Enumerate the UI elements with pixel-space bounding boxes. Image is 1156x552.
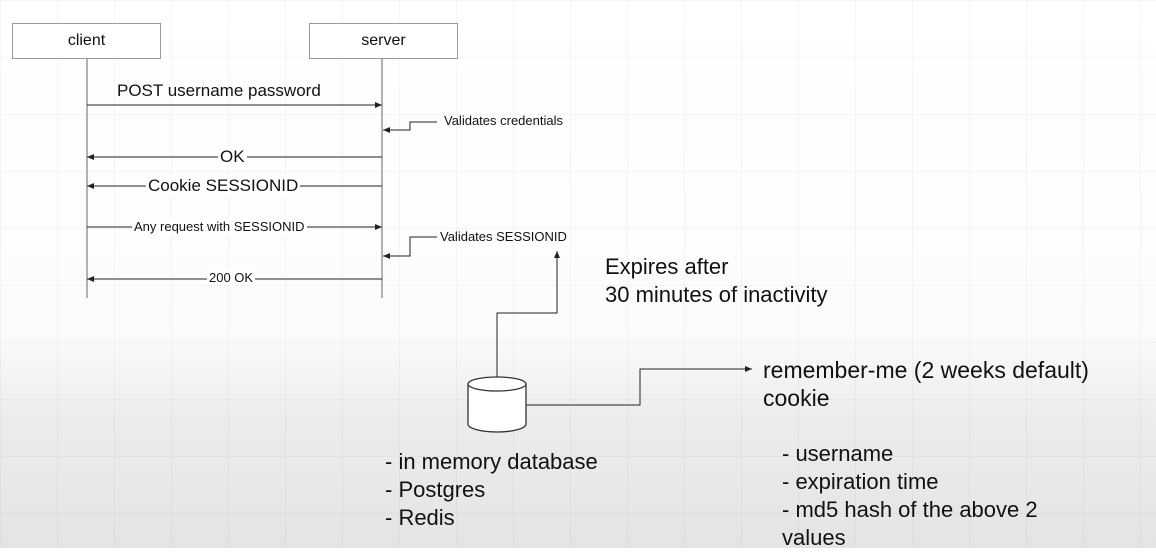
cookie-field: - expiration time xyxy=(782,469,939,494)
validates-session-arrow xyxy=(383,236,437,259)
database-options-list: - in memory database - Postgres - Redis xyxy=(385,448,598,532)
ok-message-label: OK xyxy=(218,147,247,167)
remember-me-line: cookie xyxy=(763,385,830,411)
database-icon xyxy=(467,376,527,433)
db-to-remember-me-arrow xyxy=(526,366,752,406)
database-option: - Postgres xyxy=(385,477,486,502)
cookie-field: - username xyxy=(782,441,894,466)
client-actor: client xyxy=(12,23,161,59)
server-actor: server xyxy=(309,23,458,59)
expires-note: Expires after 30 minutes of inactivity xyxy=(605,253,828,309)
validates-credentials-arrow xyxy=(383,121,437,133)
ok-200-label: 200 OK xyxy=(207,270,256,285)
cookie-message-label: Cookie SESSIONID xyxy=(146,176,301,196)
remember-me-label: remember-me (2 weeks default) cookie xyxy=(763,356,1089,412)
db-to-expires-arrow xyxy=(496,251,560,378)
post-message-label: POST username password xyxy=(117,81,321,100)
validates-credentials-label: Validates credentials xyxy=(444,113,563,128)
cookie-field: - md5 hash of the above 2 xyxy=(782,497,1038,522)
cookie-fields-list: - username - expiration time - md5 hash … xyxy=(782,440,1038,552)
any-request-label: Any request with SESSIONID xyxy=(132,219,307,234)
database-option: - in memory database xyxy=(385,449,598,474)
database-option: - Redis xyxy=(385,505,455,530)
remember-me-line: remember-me (2 weeks default) xyxy=(763,357,1089,383)
expires-note-line: Expires after xyxy=(605,254,729,279)
expires-note-line: 30 minutes of inactivity xyxy=(605,282,828,307)
validates-session-label: Validates SESSIONID xyxy=(440,229,567,244)
cookie-field: values xyxy=(782,525,846,550)
